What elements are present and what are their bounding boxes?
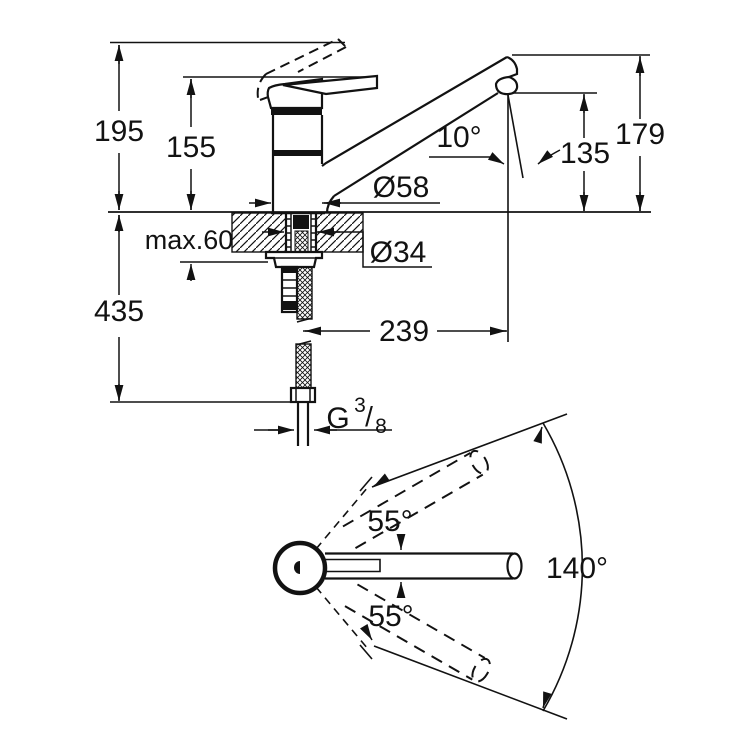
dim-thread-g38: G 3 / 8 <box>254 394 392 438</box>
spout-tube <box>325 552 513 580</box>
supply-hose <box>289 266 317 446</box>
dim-34: Ø34 <box>262 227 432 269</box>
spout-position-lower-dashed <box>344 583 491 683</box>
fixing-washer <box>264 250 324 269</box>
dim-label-155: 155 <box>166 131 216 164</box>
dim-435: 435 <box>94 215 144 401</box>
dim-135: 135 <box>537 94 610 211</box>
side-view: 195 155 max.60 435 <box>94 38 665 446</box>
dim-label-135: 135 <box>560 137 610 170</box>
swivel-arc <box>542 422 584 712</box>
dim-195: 195 <box>94 45 144 210</box>
reference-lines <box>108 41 651 403</box>
dim-label-239: 239 <box>379 315 429 348</box>
spout-inner-detail <box>325 558 381 573</box>
dim-155: 155 <box>166 79 216 210</box>
body-ring-lower <box>273 150 322 156</box>
dim-10deg: 10° <box>429 121 505 165</box>
hose-nut <box>289 386 317 404</box>
thread-label-g: G <box>326 402 349 435</box>
dim-label-435: 435 <box>94 295 144 328</box>
swivel-upper-annotation: 55° <box>315 413 568 550</box>
thread-label-numerator: 3 <box>354 394 366 417</box>
aerator <box>494 75 519 96</box>
thread-label-denominator: 8 <box>375 415 387 438</box>
thread-label-slash: / <box>365 401 373 432</box>
dim-label-55-upper: 55° <box>367 505 412 538</box>
spout-tube-end <box>506 552 523 580</box>
body-column <box>271 115 324 213</box>
dim-179: 179 <box>615 56 665 211</box>
dim-label-55-lower: 55° <box>368 600 413 633</box>
dim-label-34: Ø34 <box>370 236 427 269</box>
swivel-total-annotation: 140° <box>533 422 608 712</box>
mounting-shank <box>284 213 318 253</box>
faucet-plan <box>272 540 523 596</box>
dim-239: 239 <box>303 315 507 348</box>
dim-58: Ø58 <box>249 171 440 208</box>
spout <box>321 55 519 214</box>
body-ring-upper <box>271 108 322 115</box>
dim-max60: max.60 <box>145 225 234 281</box>
dim-label-58: Ø58 <box>373 171 430 204</box>
dim-label-140: 140° <box>546 552 608 585</box>
dim-label-179: 179 <box>615 118 665 151</box>
spout-position-upper-dashed <box>342 449 489 549</box>
lever-handle <box>282 74 379 96</box>
faucet-body-side <box>256 38 519 446</box>
range-boundary-upper <box>371 413 568 488</box>
mounting-stud <box>280 265 299 314</box>
cartridge-mark <box>294 561 300 574</box>
top-view: 55° 55° 140° <box>272 413 608 720</box>
dim-label-10deg: 10° <box>436 121 481 154</box>
swivel-lower-annotation: 55° <box>315 582 568 720</box>
hose-thread-end <box>296 402 310 446</box>
dimension-annotations: 195 155 max.60 435 <box>94 45 665 438</box>
dim-label-195: 195 <box>94 115 144 148</box>
range-boundary-lower <box>373 645 568 720</box>
dim-label-max60: max.60 <box>145 225 234 255</box>
